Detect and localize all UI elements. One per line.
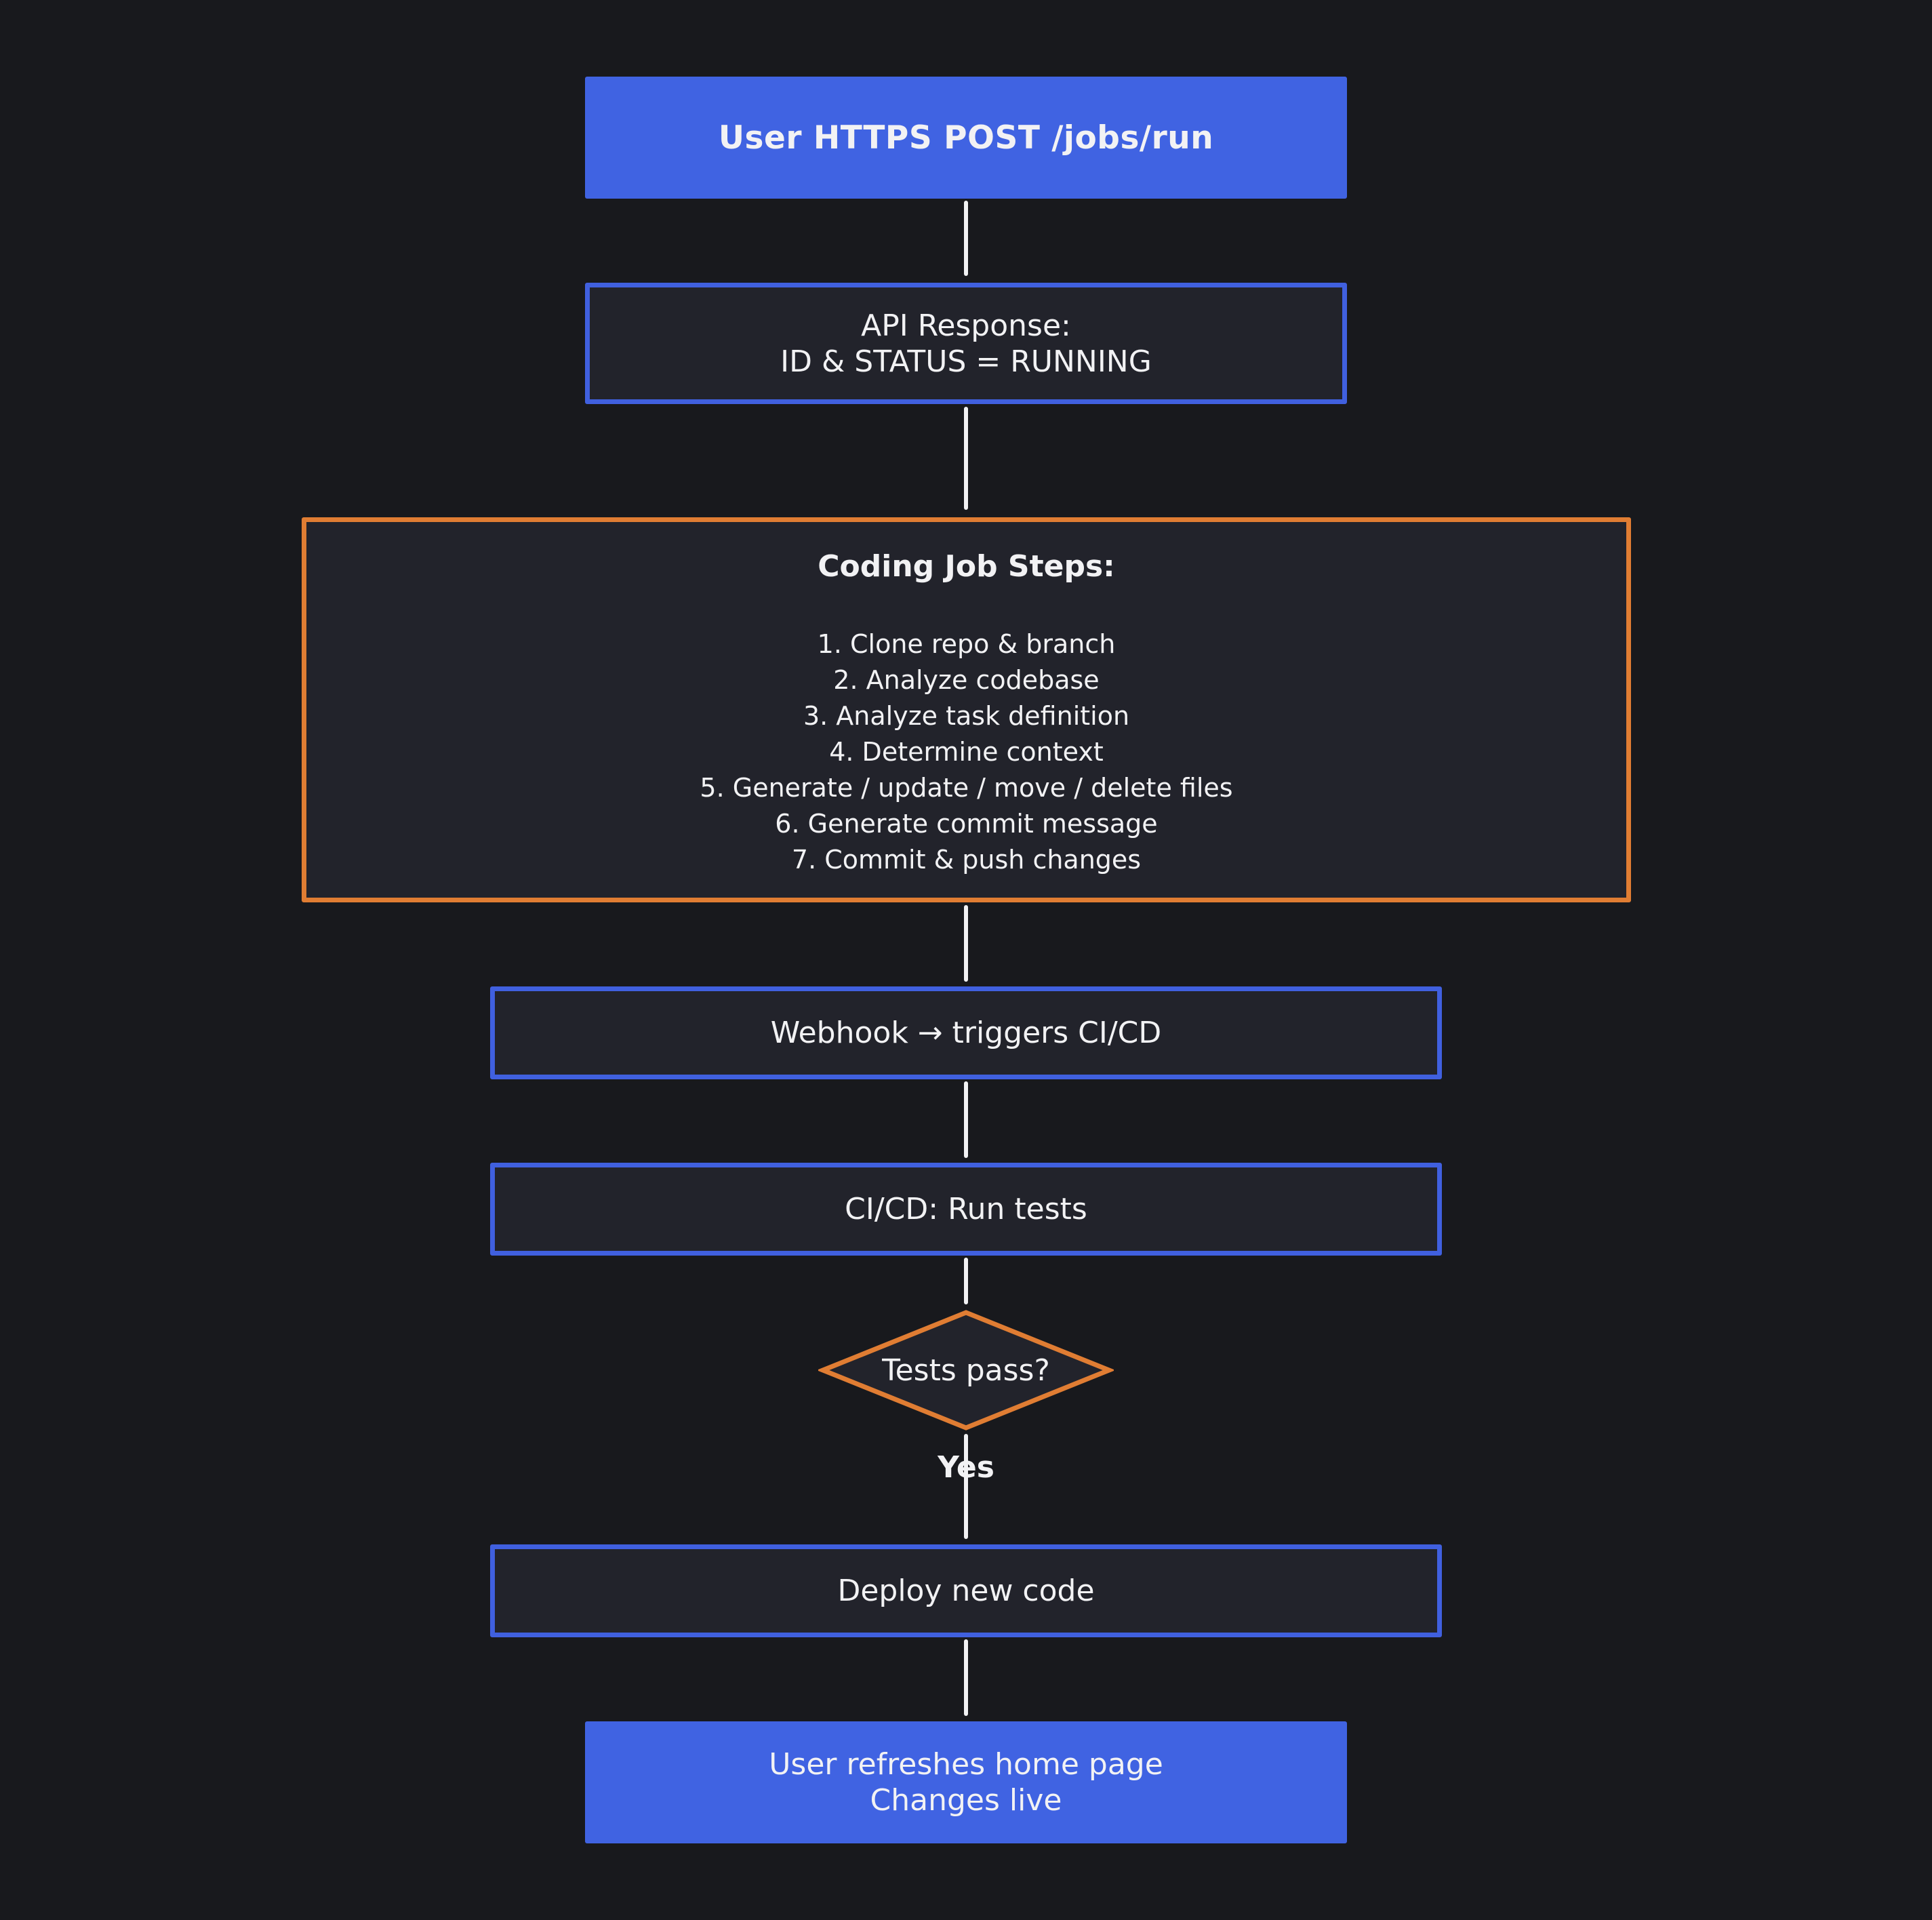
decision-diamond-shape xyxy=(818,1310,1114,1431)
api-response-node: API Response: ID & STATUS = RUNNING xyxy=(585,283,1347,404)
edge-tests-to-decision xyxy=(964,1258,968,1304)
decision-label: Tests pass? xyxy=(882,1353,1050,1388)
edge-webhook-to-tests xyxy=(964,1081,968,1158)
run-tests-node: CI/CD: Run tests xyxy=(490,1163,1442,1256)
coding-step-5: 5. Generate / update / move / delete fil… xyxy=(700,773,1233,803)
edge-deploy-to-end xyxy=(964,1639,968,1716)
yes-branch-label: Yes xyxy=(938,1450,994,1485)
start-node-label: User HTTPS POST /jobs/run xyxy=(718,119,1214,157)
coding-step-3: 3. Analyze task definition xyxy=(803,701,1130,731)
api-response-line1: API Response: xyxy=(861,308,1071,343)
start-node: User HTTPS POST /jobs/run xyxy=(585,77,1347,199)
edge-steps-to-webhook xyxy=(964,905,968,982)
coding-step-4: 4. Determine context xyxy=(829,737,1104,767)
edge-api-to-steps xyxy=(964,407,968,510)
coding-step-1: 1. Clone repo & branch xyxy=(817,629,1116,659)
edge-decision-to-deploy xyxy=(964,1434,968,1539)
end-node: User refreshes home page Changes live xyxy=(585,1721,1347,1843)
coding-step-6: 6. Generate commit message xyxy=(775,809,1158,839)
decision-node: Tests pass? xyxy=(818,1309,1114,1431)
coding-step-7: 7. Commit & push changes xyxy=(791,845,1142,875)
run-tests-label: CI/CD: Run tests xyxy=(845,1192,1087,1226)
coding-steps-node: Coding Job Steps: 1. Clone repo & branch… xyxy=(302,517,1631,902)
deploy-node: Deploy new code xyxy=(490,1544,1442,1637)
coding-step-2: 2. Analyze codebase xyxy=(833,665,1100,695)
end-line1: User refreshes home page xyxy=(769,1747,1163,1782)
deploy-label: Deploy new code xyxy=(837,1574,1095,1608)
end-line2: Changes live xyxy=(870,1783,1062,1818)
coding-steps-title: Coding Job Steps: xyxy=(818,549,1115,584)
webhook-label: Webhook → triggers CI/CD xyxy=(770,1016,1162,1050)
webhook-node: Webhook → triggers CI/CD xyxy=(490,986,1442,1079)
api-response-line2: ID & STATUS = RUNNING xyxy=(780,344,1152,379)
edge-start-to-api xyxy=(964,201,968,276)
